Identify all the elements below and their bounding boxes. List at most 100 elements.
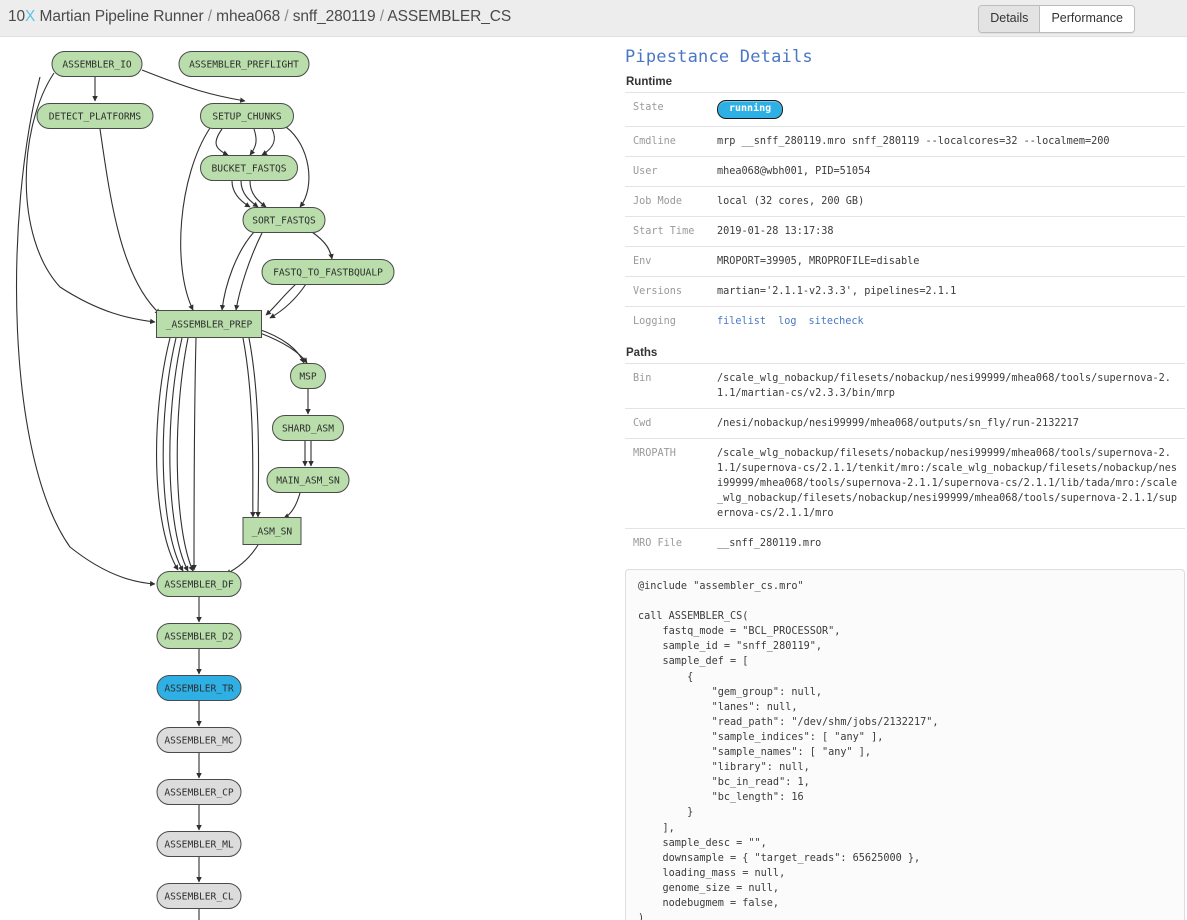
table-row: Bin/scale_wlg_nobackup/filesets/nobackup… <box>625 363 1185 409</box>
row-key: Cmdline <box>633 136 676 147</box>
brand-accent: X <box>25 8 36 25</box>
breadcrumb-sep-3: / <box>379 8 384 25</box>
node-shape[interactable] <box>156 310 262 338</box>
graph-node-assembler_cp[interactable]: ASSEMBLER_CP <box>156 779 242 805</box>
node-shape[interactable] <box>242 207 326 233</box>
row-key: Bin <box>633 373 652 384</box>
graph-node-assembler_d2[interactable]: ASSEMBLER_D2 <box>156 623 242 649</box>
graph-node-assembler_df[interactable]: ASSEMBLER_DF <box>156 571 242 597</box>
row-value: filelist log sitecheck <box>709 307 1185 337</box>
table-row: Cmdline mrp __snff_280119.mro snff_280119… <box>625 126 1185 157</box>
node-shape[interactable] <box>178 51 310 77</box>
node-shape[interactable] <box>156 675 242 701</box>
breadcrumb: 10X Martian Pipeline Runner / mhea068 / … <box>8 8 511 26</box>
node-label: ASSEMBLER_MC <box>164 736 234 747</box>
node-label: ASSEMBLER_CP <box>164 788 234 799</box>
table-row: MRO File __snff_280119.mro <box>625 528 1185 559</box>
pipeline-dag[interactable]: ASSEMBLER_IO ASSEMBLER_PREFLIGHT DETECT_PL… <box>0 37 614 920</box>
logging-link-log[interactable]: log <box>778 316 797 327</box>
row-value: mrp __snff_280119.mro snff_280119 --loca… <box>717 136 1110 147</box>
row-value: martian='2.1.1-v2.3.3', pipelines=2.1.1 <box>717 286 957 297</box>
node-shape[interactable] <box>266 467 350 493</box>
node-label: FASTQ_TO_FASTBQUALP <box>273 268 383 279</box>
graph-node-msp[interactable]: MSP <box>290 363 326 389</box>
breadcrumb-sep-1: / <box>207 8 212 25</box>
row-value: 2019-01-28 13:17:38 <box>717 226 834 237</box>
node-shape[interactable] <box>200 155 298 181</box>
graph-node-main_asm_sn[interactable]: MAIN_ASM_SN <box>266 467 350 493</box>
row-key: MRO File <box>633 538 683 549</box>
graph-node-layer[interactable]: ASSEMBLER_IO ASSEMBLER_PREFLIGHT DETECT_PL… <box>36 51 395 909</box>
graph-node-bucket_fastqs[interactable]: BUCKET_FASTQS <box>200 155 298 181</box>
runtime-section-heading: Runtime <box>626 76 672 88</box>
node-shape[interactable] <box>156 779 242 805</box>
row-value: mhea068@wbh001, PID=51054 <box>717 166 871 177</box>
table-row: State running <box>625 92 1185 127</box>
view-tab-group: Details Performance <box>978 5 1135 33</box>
paths-table: Bin/scale_wlg_nobackup/filesets/nobackup… <box>625 363 1185 558</box>
node-label: _ASSEMBLER_PREP <box>166 320 253 331</box>
node-label: BUCKET_FASTQS <box>211 164 286 175</box>
graph-node-asm_sn[interactable]: _ASM_SN <box>242 517 302 545</box>
graph-node-shard_asm[interactable]: SHARD_ASM <box>272 415 344 441</box>
breadcrumb-sample: snff_280119 <box>292 8 376 25</box>
page-title: Pipestance Details <box>625 47 813 67</box>
breadcrumb-sep-2: / <box>284 8 289 25</box>
row-key: Start Time <box>633 226 695 237</box>
row-key: State <box>633 102 664 113</box>
node-shape[interactable] <box>36 103 154 129</box>
graph-node-assembler_mc[interactable]: ASSEMBLER_MC <box>156 727 242 753</box>
row-value: /scale_wlg_nobackup/filesets/nobackup/ne… <box>717 448 1178 519</box>
node-shape[interactable] <box>51 51 143 77</box>
top-header-bar: 10X Martian Pipeline Runner / mhea068 / … <box>0 0 1187 37</box>
graph-node-detect_platforms[interactable]: DETECT_PLATFORMS <box>36 103 154 129</box>
table-row: Env MROPORT=39905, MROPROFILE=disable <box>625 246 1185 277</box>
node-shape[interactable] <box>261 259 395 285</box>
node-label: DETECT_PLATFORMS <box>49 112 142 123</box>
graph-node-assembler_ml[interactable]: ASSEMBLER_ML <box>156 831 242 857</box>
node-shape[interactable] <box>272 415 344 441</box>
graph-node-setup_chunks[interactable]: SETUP_CHUNKS <box>200 103 294 129</box>
graph-node-assembler_prep[interactable]: _ASSEMBLER_PREP <box>156 310 262 338</box>
breadcrumb-user: mhea068 <box>216 8 281 25</box>
row-value: running <box>709 93 1185 127</box>
graph-node-assembler_cl[interactable]: ASSEMBLER_CL <box>156 883 242 909</box>
node-shape[interactable] <box>200 103 294 129</box>
breadcrumb-pipeline: ASSEMBLER_CS <box>387 8 512 25</box>
node-shape[interactable] <box>156 831 242 857</box>
logging-link-sitecheck[interactable]: sitecheck <box>808 316 864 327</box>
logging-link-filelist[interactable]: filelist <box>717 316 767 327</box>
node-label: ASSEMBLER_TR <box>164 684 234 695</box>
node-label: ASSEMBLER_IO <box>62 60 132 71</box>
graph-node-fastq_to_fastbqualp[interactable]: FASTQ_TO_FASTBQUALP <box>261 259 395 285</box>
tab-details[interactable]: Details <box>979 6 1041 32</box>
mro-source-box: @include "assembler_cs.mro" call ASSEMBL… <box>625 569 1185 920</box>
node-shape[interactable] <box>156 883 242 909</box>
row-key: Cwd <box>633 418 652 429</box>
node-label: SORT_FASTQS <box>252 216 316 227</box>
graph-node-sort_fastqs[interactable]: SORT_FASTQS <box>242 207 326 233</box>
row-value: MROPORT=39905, MROPROFILE=disable <box>717 256 920 267</box>
row-key: User <box>633 166 658 177</box>
node-shape[interactable] <box>156 571 242 597</box>
node-shape[interactable] <box>156 727 242 753</box>
node-label: MSP <box>299 372 317 383</box>
row-key: MROPATH <box>633 448 676 459</box>
status-badge: running <box>717 100 784 119</box>
node-shape[interactable] <box>156 623 242 649</box>
graph-node-assembler_preflight[interactable]: ASSEMBLER_PREFLIGHT <box>178 51 310 77</box>
graph-node-assembler_tr[interactable]: ASSEMBLER_TR <box>156 675 242 701</box>
tab-performance[interactable]: Performance <box>1040 6 1134 32</box>
pipeline-graph-pane[interactable]: ASSEMBLER_IO ASSEMBLER_PREFLIGHT DETECT_PL… <box>0 37 614 920</box>
node-label: MAIN_ASM_SN <box>276 476 340 487</box>
graph-node-assembler_io[interactable]: ASSEMBLER_IO <box>51 51 143 77</box>
row-value: __snff_280119.mro <box>717 538 822 549</box>
node-shape[interactable] <box>290 363 326 389</box>
row-key: Env <box>633 256 652 267</box>
row-key: Versions <box>633 286 683 297</box>
node-shape[interactable] <box>242 517 302 545</box>
node-label: ASSEMBLER_CL <box>164 892 234 903</box>
